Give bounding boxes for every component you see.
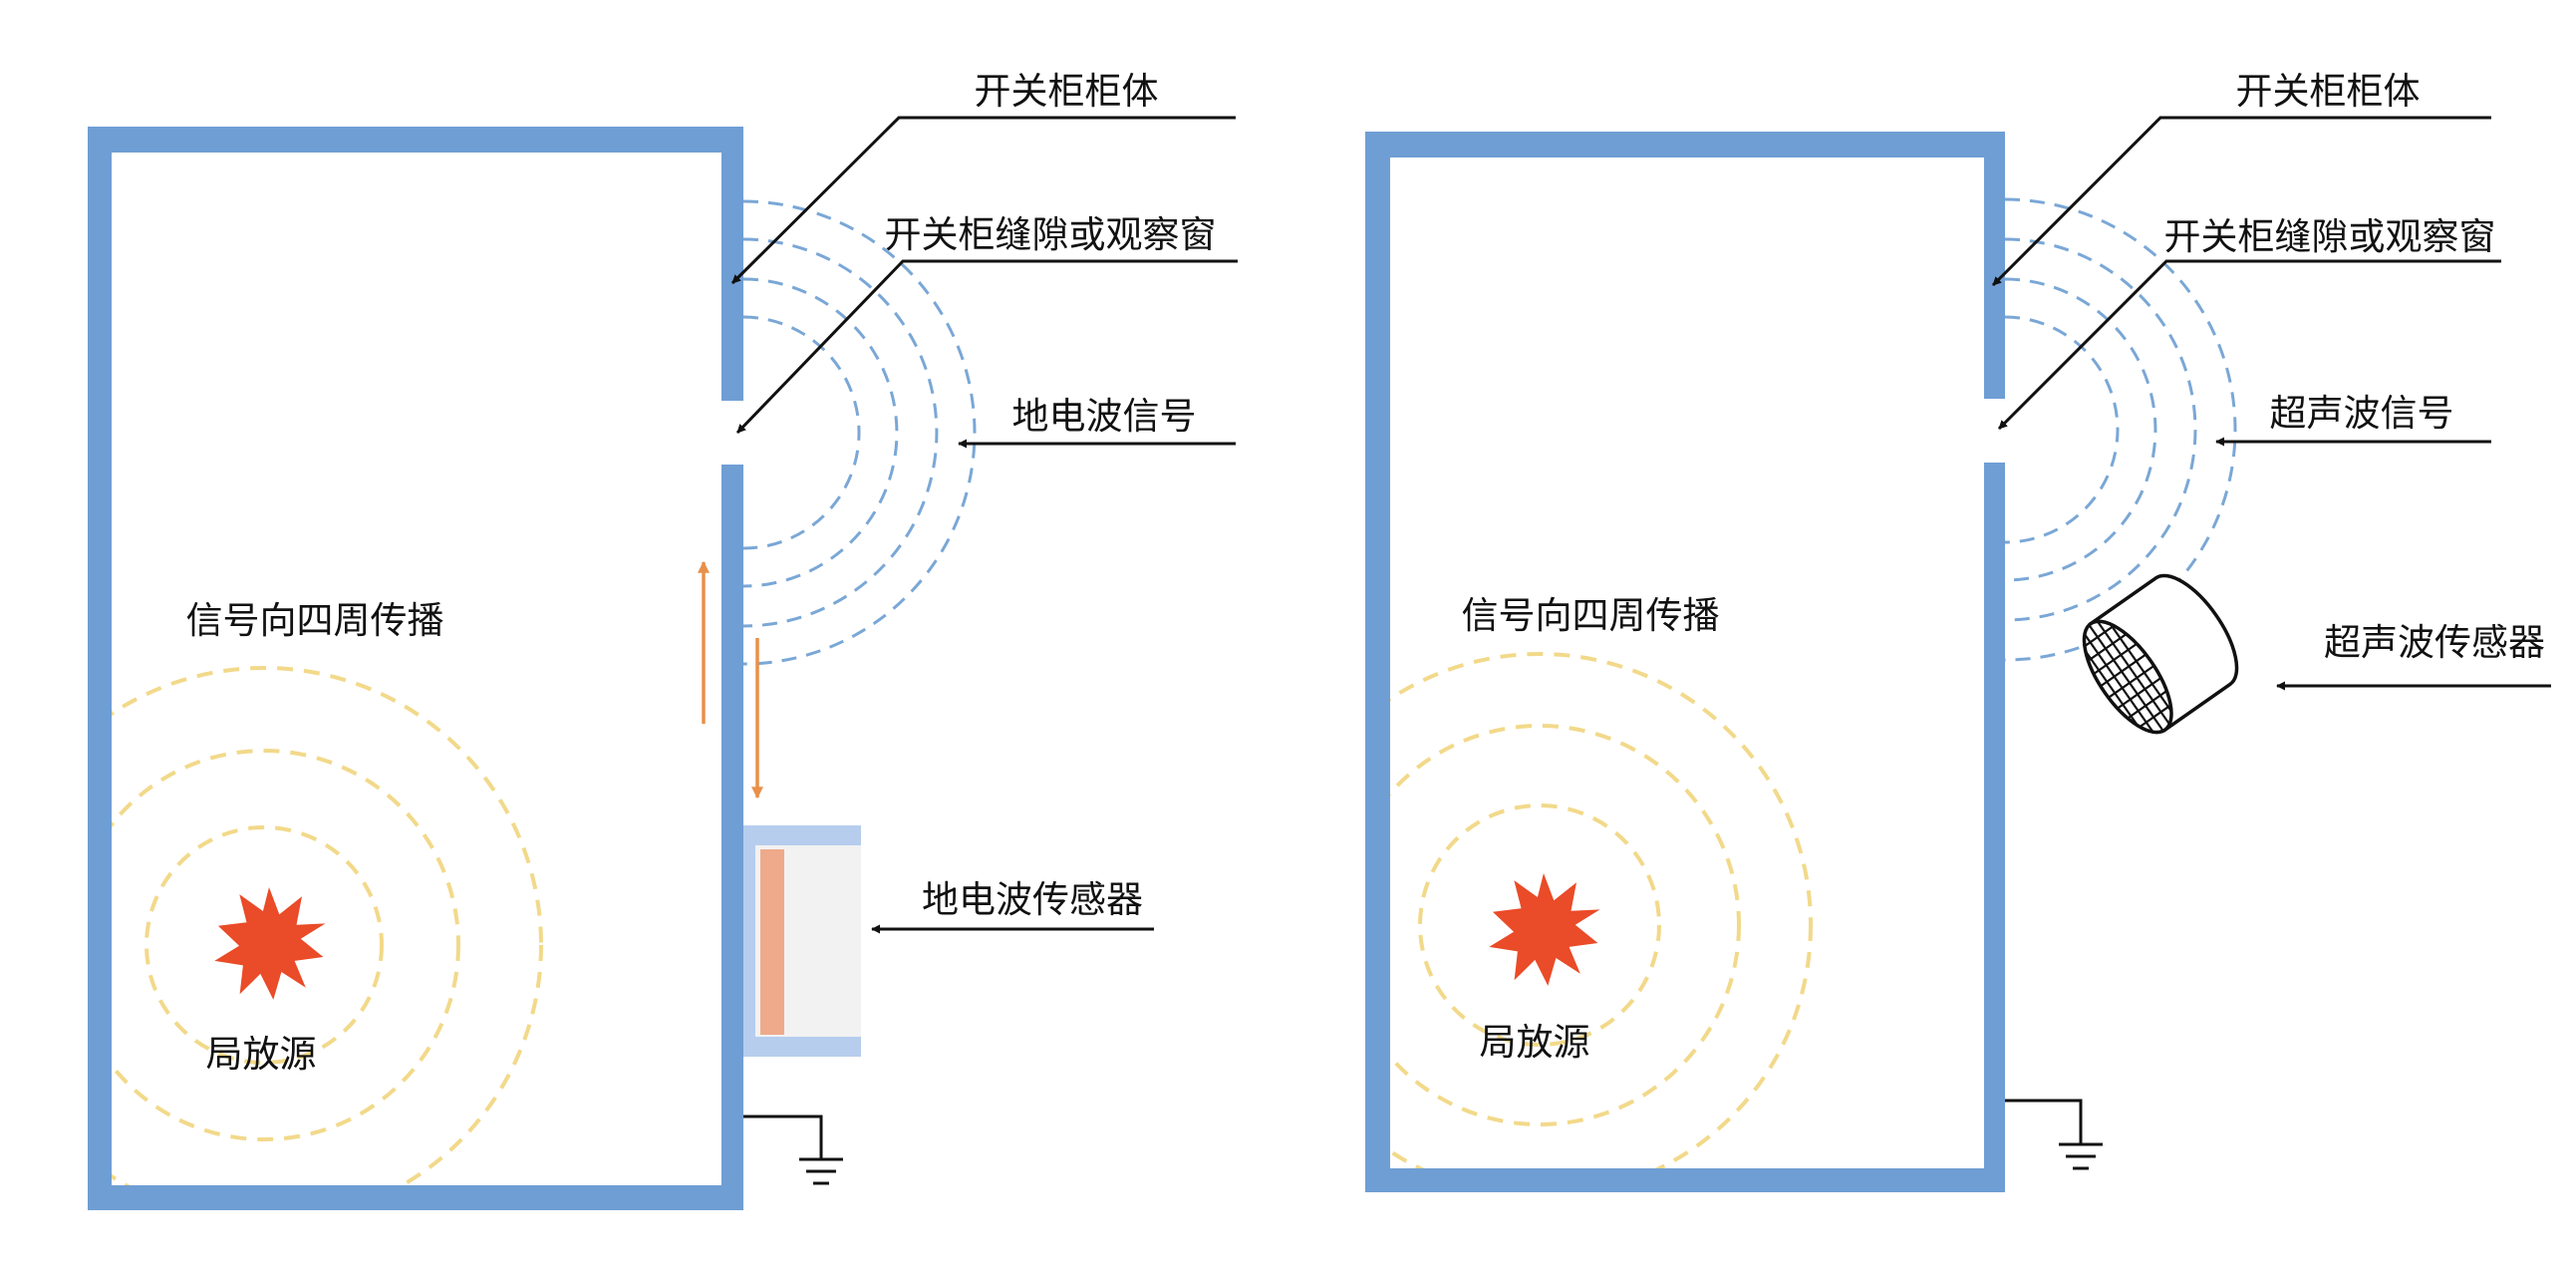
left-cabinet-right-wall-lower — [721, 465, 743, 1210]
right-propagation-label: 信号向四周传播 — [1462, 594, 1720, 637]
left-burst-icon — [214, 887, 326, 1000]
left-propagation-wave-1 — [144, 825, 384, 1065]
left-cabinet — [88, 127, 743, 1210]
left-signal-wave-2 — [742, 277, 899, 588]
right-propagation-wave-1 — [1418, 803, 1661, 1047]
right-gap-label: 开关柜缝隙或观察窗 — [2164, 215, 2496, 258]
right-signal-wave-4 — [2004, 197, 2237, 662]
left-propagation-wave-3 — [112, 666, 543, 1185]
left-signal-label: 地电波信号 — [1012, 395, 1197, 438]
left-signal-wave-3 — [742, 237, 939, 628]
tev-sensor-plate — [760, 849, 784, 1035]
left-ground-icon — [743, 1115, 843, 1185]
right-burst-icon — [1489, 873, 1600, 986]
left-propagation-wave-2 — [112, 749, 460, 1141]
right-sensor-label: 超声波传感器 — [2324, 621, 2545, 664]
left-cabinet-leader — [730, 116, 1236, 285]
left-cabinet-bottom-wall — [88, 1185, 743, 1210]
left-signal-wave-1 — [742, 315, 861, 550]
right-ground-icon — [2005, 1099, 2103, 1170]
left-gap-label: 开关柜缝隙或观察窗 — [885, 213, 1217, 256]
left-propagation-waves — [112, 666, 543, 1185]
right-propagation-wave-2 — [1390, 724, 1741, 1126]
left-propagation-label: 信号向四周传播 — [186, 599, 444, 642]
right-propagation-waves — [1390, 652, 1813, 1168]
left-cabinet-right-wall-upper — [721, 127, 743, 401]
ultrasonic-sensor-icon — [2070, 573, 2239, 747]
left-cabinet-left-wall — [88, 127, 112, 1210]
left-signal-waves — [742, 199, 977, 666]
right-cabinet-top-wall — [1365, 132, 2005, 158]
left-cabinet-top-wall — [88, 127, 743, 153]
left-source-label: 局放源 — [206, 1033, 317, 1076]
right-cabinet-left-wall — [1365, 132, 1390, 1192]
right-cabinet-leader — [1991, 116, 2491, 287]
right-signal-waves — [2004, 197, 2237, 662]
right-cabinet-bottom-wall — [1365, 1168, 2005, 1192]
right-signal-wave-1 — [2004, 315, 2120, 544]
right-cabinet — [1365, 132, 2005, 1192]
right-signal-wave-2 — [2004, 277, 2157, 582]
right-cabinet-label: 开关柜柜体 — [2236, 70, 2421, 113]
right-propagation-wave-3 — [1390, 652, 1813, 1168]
right-cabinet-right-wall-upper — [1984, 132, 2005, 399]
left-gap-leader — [735, 259, 1238, 435]
right-gap-leader — [1997, 259, 2501, 431]
right-panel: 开关柜柜体 开关柜缝隙或观察窗 超声波信号 信号向四周传播 局放源 超声波传感器 — [1365, 70, 2551, 1192]
left-sensor-label: 地电波传感器 — [922, 878, 1143, 921]
left-panel: 开关柜柜体 开关柜缝隙或观察窗 地电波信号 信号向四周传播 局放源 地电波传感器 — [88, 70, 1238, 1210]
right-cabinet-right-wall-lower — [1984, 463, 2005, 1192]
left-signal-wave-4 — [742, 199, 977, 666]
tev-sensor-icon — [743, 825, 861, 1057]
left-cabinet-label: 开关柜柜体 — [975, 70, 1159, 113]
right-signal-label: 超声波信号 — [2270, 392, 2454, 435]
right-source-label: 局放源 — [1480, 1021, 1590, 1064]
right-signal-wave-3 — [2004, 237, 2197, 622]
